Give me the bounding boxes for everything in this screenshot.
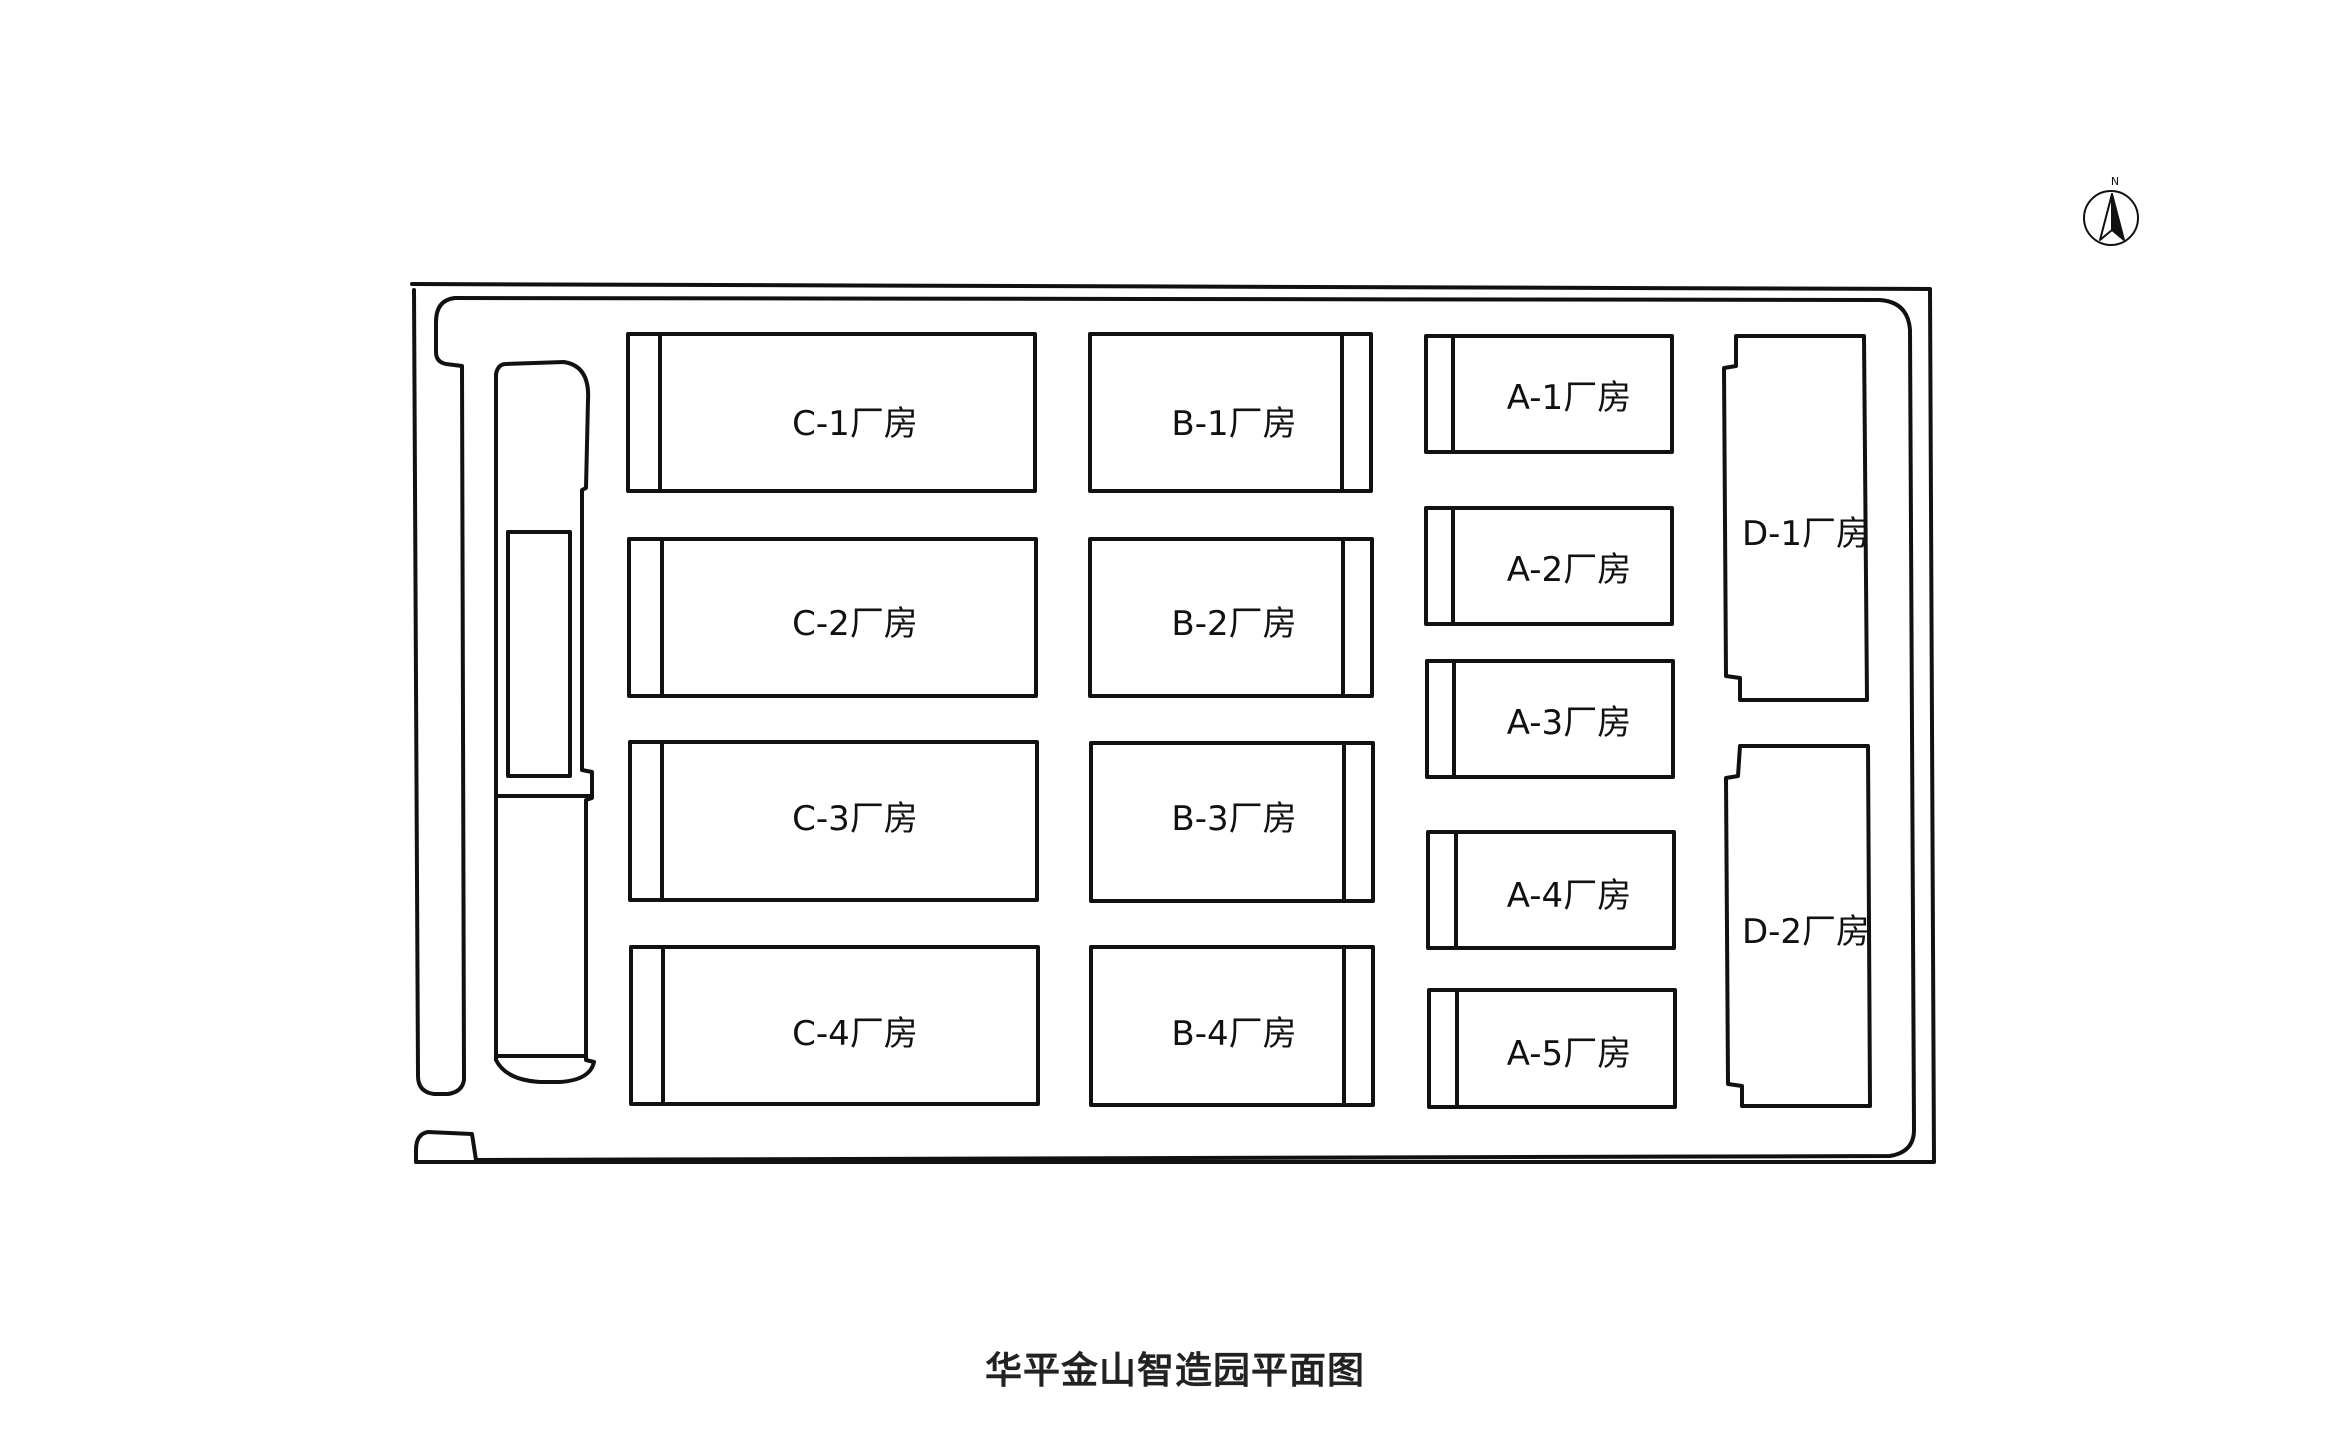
- building-a3-label: A-3厂房: [1507, 703, 1631, 743]
- building-c3[interactable]: C-3厂房: [628, 740, 1039, 902]
- inner-road-loop: [414, 296, 1916, 1164]
- plan-caption: 华平金山智造园平面图: [985, 1349, 1365, 1392]
- building-c1[interactable]: C-1厂房: [626, 332, 1037, 493]
- building-a2-label: A-2厂房: [1507, 550, 1631, 590]
- building-b3-label: B-3厂房: [1171, 799, 1296, 839]
- building-b4[interactable]: B-4厂房: [1089, 945, 1375, 1107]
- building-c4[interactable]: C-4厂房: [629, 945, 1040, 1106]
- site-outer-boundary: [410, 282, 1936, 1164]
- building-c1-label: C-1厂房: [792, 404, 918, 444]
- building-a2[interactable]: A-2厂房: [1424, 506, 1674, 626]
- building-c3-label: C-3厂房: [792, 799, 918, 839]
- west-strip-annex: [506, 530, 572, 778]
- building-b4-label: B-4厂房: [1171, 1014, 1296, 1054]
- building-c2[interactable]: C-2厂房: [627, 537, 1038, 698]
- building-b1-label: B-1厂房: [1171, 404, 1296, 444]
- building-d2[interactable]: D-2厂房: [1724, 744, 1872, 1108]
- west-strip-building: [494, 360, 596, 1084]
- north-arrow-icon: N: [2083, 175, 2139, 246]
- building-a1[interactable]: A-1厂房: [1424, 334, 1674, 454]
- building-a4-label: A-4厂房: [1507, 876, 1631, 916]
- building-c4-label: C-4厂房: [792, 1014, 918, 1054]
- building-a5[interactable]: A-5厂房: [1427, 988, 1677, 1109]
- building-a5-label: A-5厂房: [1507, 1034, 1631, 1074]
- building-d1-label: D-1厂房: [1742, 514, 1870, 554]
- building-a1-label: A-1厂房: [1507, 378, 1631, 418]
- building-d1[interactable]: D-1厂房: [1722, 334, 1870, 702]
- building-b2[interactable]: B-2厂房: [1088, 537, 1374, 698]
- building-b2-label: B-2厂房: [1171, 604, 1296, 644]
- north-arrow-label: N: [2111, 175, 2119, 188]
- building-a3[interactable]: A-3厂房: [1425, 659, 1675, 779]
- building-a4[interactable]: A-4厂房: [1426, 830, 1676, 950]
- inner-road-west: [412, 288, 466, 1096]
- building-c2-label: C-2厂房: [792, 604, 918, 644]
- building-d2-label: D-2厂房: [1742, 912, 1870, 952]
- building-b1[interactable]: B-1厂房: [1088, 332, 1373, 493]
- building-b3[interactable]: B-3厂房: [1089, 741, 1375, 903]
